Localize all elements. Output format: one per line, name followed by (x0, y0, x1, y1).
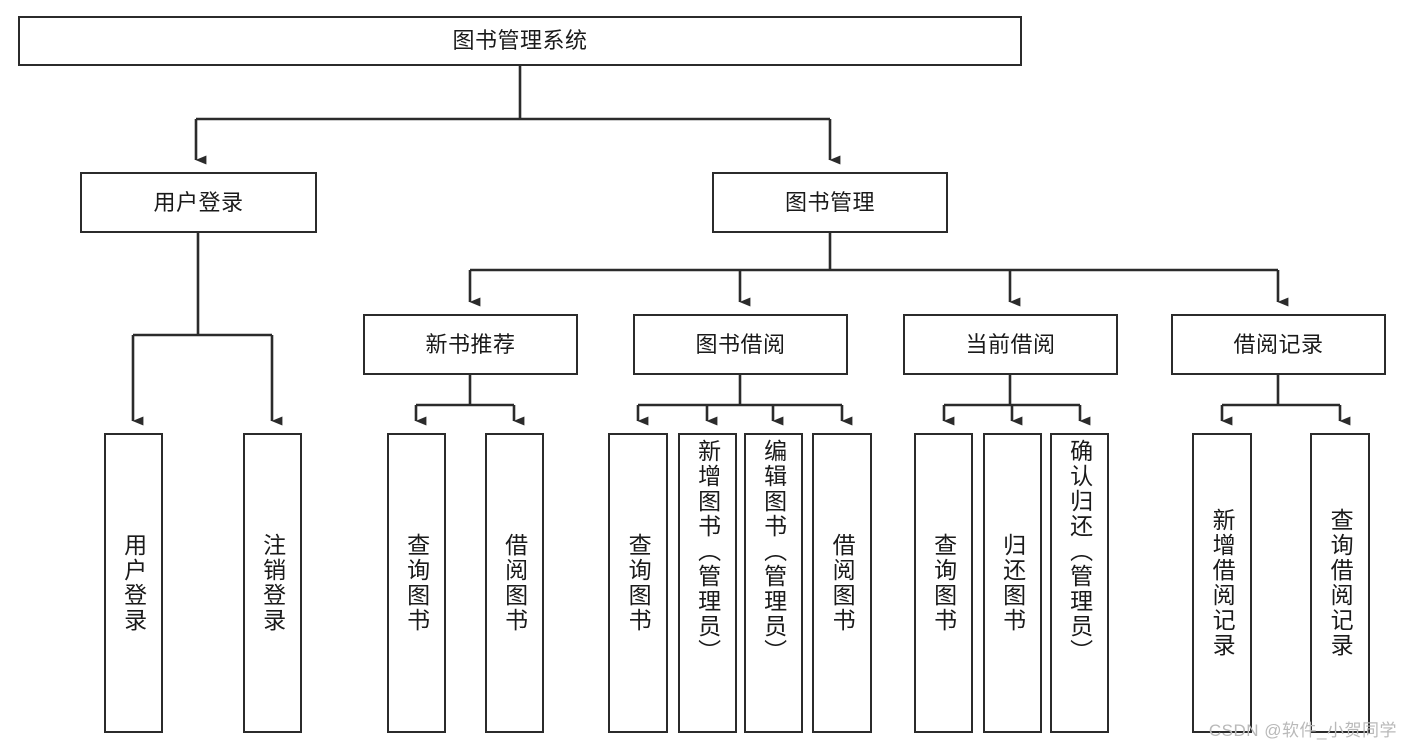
leaf-query-book-recommend[interactable]: 查询图书 (387, 433, 446, 733)
node-new-book-recommend[interactable]: 新书推荐 (363, 314, 578, 375)
node-root-book-management-system[interactable]: 图书管理系统 (18, 16, 1022, 66)
node-label: 查询借阅记录 (1327, 508, 1354, 658)
node-label: 查询图书 (403, 533, 430, 633)
leaf-return-book[interactable]: 归还图书 (983, 433, 1042, 733)
node-label: 注销登录 (259, 533, 286, 633)
leaf-add-book-admin[interactable]: 新增图书（管理员） (678, 433, 737, 733)
leaf-confirm-return-admin[interactable]: 确认归还（管理员） (1050, 433, 1109, 733)
leaf-logout[interactable]: 注销登录 (243, 433, 302, 733)
node-label: 图书管理系统 (452, 28, 588, 54)
node-label: 编辑图书（管理员） (760, 439, 787, 664)
leaf-query-book-current[interactable]: 查询图书 (914, 433, 973, 733)
node-book-management[interactable]: 图书管理 (712, 172, 948, 233)
leaf-add-borrow-record[interactable]: 新增借阅记录 (1192, 433, 1252, 733)
node-label: 图书借阅 (695, 331, 786, 357)
node-borrow-record[interactable]: 借阅记录 (1171, 314, 1386, 375)
leaf-user-login[interactable]: 用户登录 (104, 433, 163, 733)
node-label: 用户登录 (120, 533, 147, 633)
node-label: 查询图书 (625, 533, 652, 633)
node-label: 归还图书 (999, 533, 1026, 633)
leaf-query-borrow-record[interactable]: 查询借阅记录 (1310, 433, 1370, 733)
node-label: 新增借阅记录 (1209, 508, 1236, 658)
watermark: CSDN @软件_小贺同学 (1208, 721, 1397, 740)
node-label: 借阅图书 (829, 533, 856, 633)
leaf-edit-book-admin[interactable]: 编辑图书（管理员） (744, 433, 803, 733)
node-label: 当前借阅 (965, 331, 1056, 357)
node-current-borrow[interactable]: 当前借阅 (903, 314, 1118, 375)
node-label: 确认归还（管理员） (1066, 439, 1093, 664)
node-label: 新增图书（管理员） (694, 439, 721, 664)
node-user-login[interactable]: 用户登录 (80, 172, 317, 233)
node-label: 借阅图书 (501, 533, 528, 633)
leaf-borrow-book[interactable]: 借阅图书 (812, 433, 872, 733)
node-label: 图书管理 (784, 189, 875, 215)
leaf-query-book-borrow[interactable]: 查询图书 (608, 433, 668, 733)
node-label: 新书推荐 (425, 331, 516, 357)
node-label: 查询图书 (930, 533, 957, 633)
leaf-borrow-book-recommend[interactable]: 借阅图书 (485, 433, 544, 733)
node-book-borrow[interactable]: 图书借阅 (633, 314, 848, 375)
node-label: 借阅记录 (1233, 331, 1324, 357)
node-label: 用户登录 (153, 189, 244, 215)
